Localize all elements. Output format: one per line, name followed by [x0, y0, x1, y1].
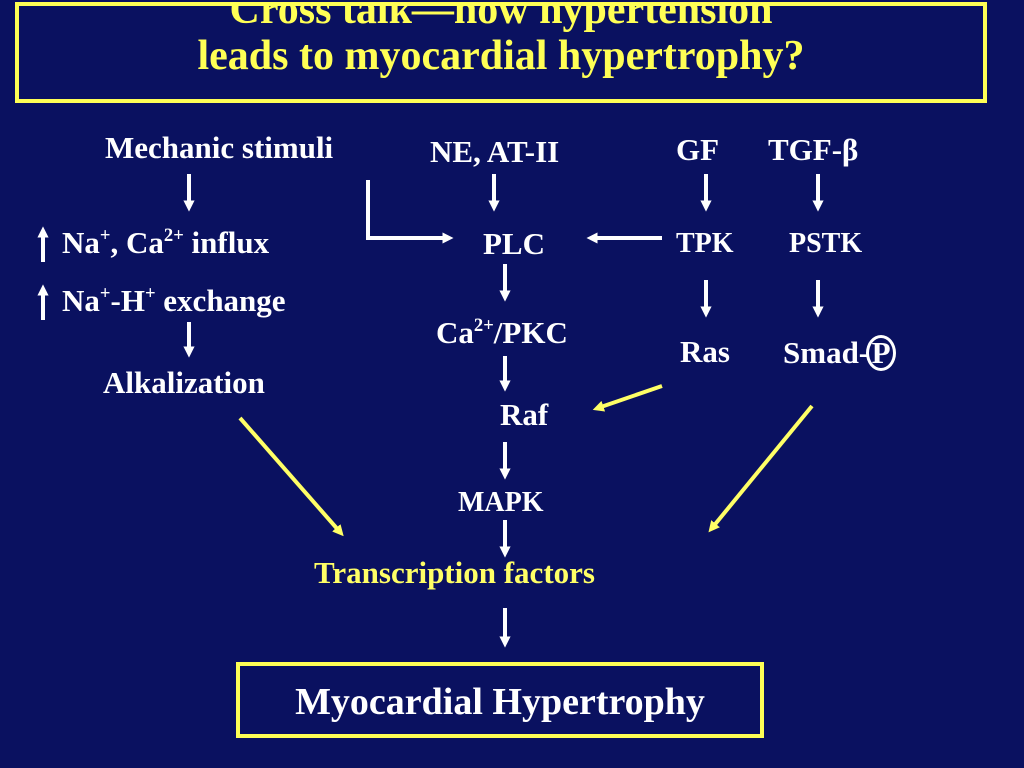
label-tgf-beta: TGF-β	[768, 132, 859, 167]
arrow-alkalization-to-transcription	[238, 416, 344, 537]
label-na-h-exchange: Na+-H+ exchange	[62, 284, 286, 318]
label-transcription-factors: Transcription factors	[314, 555, 595, 590]
result-text: Myocardial Hypertrophy	[295, 681, 705, 723]
label-ca-pkc-sup: 2+	[473, 314, 494, 336]
label-na-h-exchange-c: exchange	[155, 283, 286, 318]
label-smad-p: Smad-P	[783, 335, 897, 371]
label-ne-at-ii: NE, AT-II	[430, 134, 560, 169]
label-pstk: PSTK	[789, 228, 863, 259]
label-na-ca-influx-a: Na	[62, 225, 100, 260]
label-smad: Smad-	[783, 335, 870, 370]
label-raf: Raf	[500, 397, 549, 432]
label-na-h-exchange-b: -H	[110, 283, 145, 318]
title-line-1: Cross talk—how hypertension	[229, 2, 773, 33]
label-alkalization: Alkalization	[103, 365, 265, 400]
label-na-h-exchange-sup2: +	[144, 282, 156, 304]
arrow-mechanic-to-plc	[366, 180, 454, 244]
title-box: Cross talk—how hypertension leads to myo…	[15, 2, 987, 103]
result-box: Myocardial Hypertrophy	[236, 662, 764, 738]
label-na-ca-influx: Na+, Ca2+ influx	[62, 226, 269, 260]
label-mapk: MAPK	[458, 487, 544, 518]
arrow-ras-to-raf	[592, 384, 663, 412]
label-na-ca-influx-sup1: +	[99, 224, 111, 246]
label-ca-pkc-b: /PKC	[493, 315, 568, 350]
label-ras: Ras	[680, 334, 730, 369]
title-line-2: leads to myocardial hypertrophy?	[197, 33, 805, 79]
label-na-ca-influx-c: influx	[183, 225, 270, 260]
label-na-h-exchange-a: Na	[62, 283, 100, 318]
label-gf: GF	[676, 132, 720, 167]
label-ca-pkc: Ca2+/PKC	[436, 316, 568, 350]
label-mechanic-stimuli: Mechanic stimuli	[105, 130, 334, 165]
label-ca-pkc-a: Ca	[436, 315, 474, 350]
label-na-h-exchange-sup1: +	[99, 282, 111, 304]
label-plc: PLC	[483, 226, 545, 261]
label-na-ca-influx-sup2: 2+	[163, 224, 184, 246]
phosphate-circle: P	[866, 335, 897, 371]
label-tpk: TPK	[676, 228, 734, 259]
arrow-smad-to-transcription	[708, 404, 814, 533]
label-na-ca-influx-b: , Ca	[110, 225, 164, 260]
